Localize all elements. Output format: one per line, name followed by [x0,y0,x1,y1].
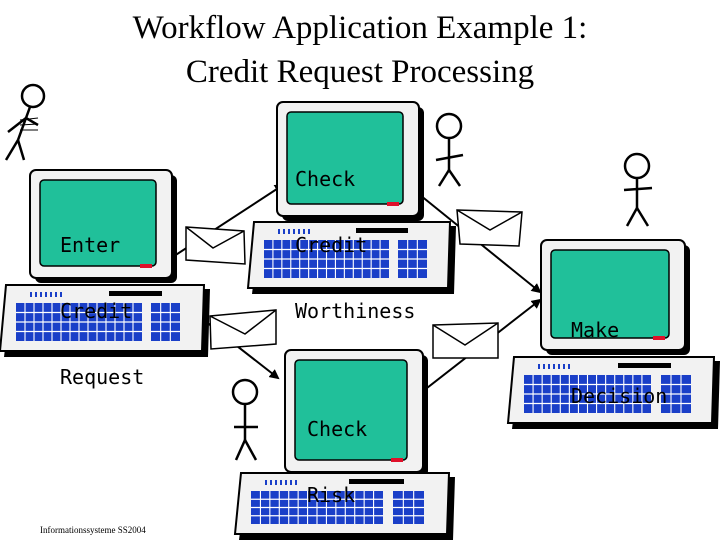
stick-figure-icon [4,83,46,161]
step-label-line: Credit [60,299,133,323]
step-label-line: Worthiness [295,299,416,323]
step-label-check-credit-worthiness: Check Credit Worthiness [295,124,415,344]
step-label-line: Risk [307,483,356,507]
computer-icon [233,349,455,540]
envelope-icon [432,322,499,359]
step-label-line: Enter [60,233,121,257]
step-label-line: Decision [571,384,668,408]
envelope-icon [185,226,246,265]
page-title-line-2: Credit Request Processing [185,54,535,90]
stick-figure-icon [231,378,259,461]
step-label-line: Request [60,365,145,389]
computer-icon [246,101,456,294]
envelope-icon [209,309,277,350]
stick-figure-icon [435,112,464,187]
step-label-check-risk: Check Risk [307,374,367,528]
step-label-line: Check [295,167,356,191]
step-label-make-decision: Make Decision [571,275,667,429]
step-label-line: Make [571,318,620,342]
page-title-line-1: Workflow Application Example 1: [132,10,588,46]
step-label-enter-credit-request: Enter Credit Request [60,190,144,410]
stick-figure-icon [623,152,653,227]
envelope-icon [456,209,523,247]
computer-icon [0,169,210,357]
footer-course-label: Informationssysteme SS2004 [40,525,146,535]
step-label-line: Credit [295,233,368,257]
step-label-line: Check [307,417,368,441]
computer-icon [506,239,720,429]
